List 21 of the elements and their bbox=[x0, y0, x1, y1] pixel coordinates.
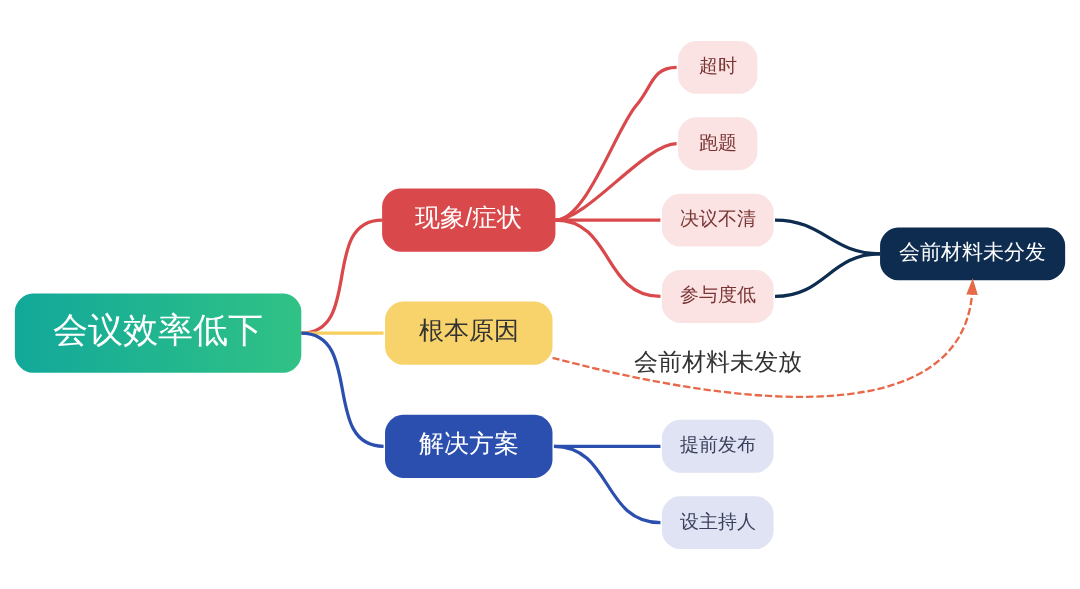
node-box: 跑题 bbox=[678, 116, 758, 170]
arrow bbox=[552, 277, 978, 398]
node-box: 超时 bbox=[678, 40, 758, 94]
node-box: 根本原因 bbox=[385, 301, 553, 365]
node-box: 决议不清 bbox=[661, 193, 774, 247]
connector bbox=[555, 65, 677, 222]
connector bbox=[301, 331, 384, 448]
connector bbox=[301, 218, 383, 335]
node-box: 解决方案 bbox=[385, 414, 553, 478]
connector bbox=[555, 217, 661, 222]
node-box: 会前材料未分发 bbox=[880, 226, 1066, 280]
node-box: 设主持人 bbox=[661, 495, 774, 549]
node-box: 现象/症状 bbox=[382, 188, 556, 252]
edge-label: 会前材料未发放 bbox=[633, 348, 802, 375]
connector bbox=[774, 251, 881, 298]
node-box: 提前发布 bbox=[661, 419, 774, 473]
connector bbox=[555, 141, 677, 222]
node-box: 会议效率低下 bbox=[14, 293, 302, 373]
connector bbox=[555, 217, 661, 298]
connector bbox=[553, 444, 661, 524]
node-box: 参与度低 bbox=[661, 269, 774, 323]
